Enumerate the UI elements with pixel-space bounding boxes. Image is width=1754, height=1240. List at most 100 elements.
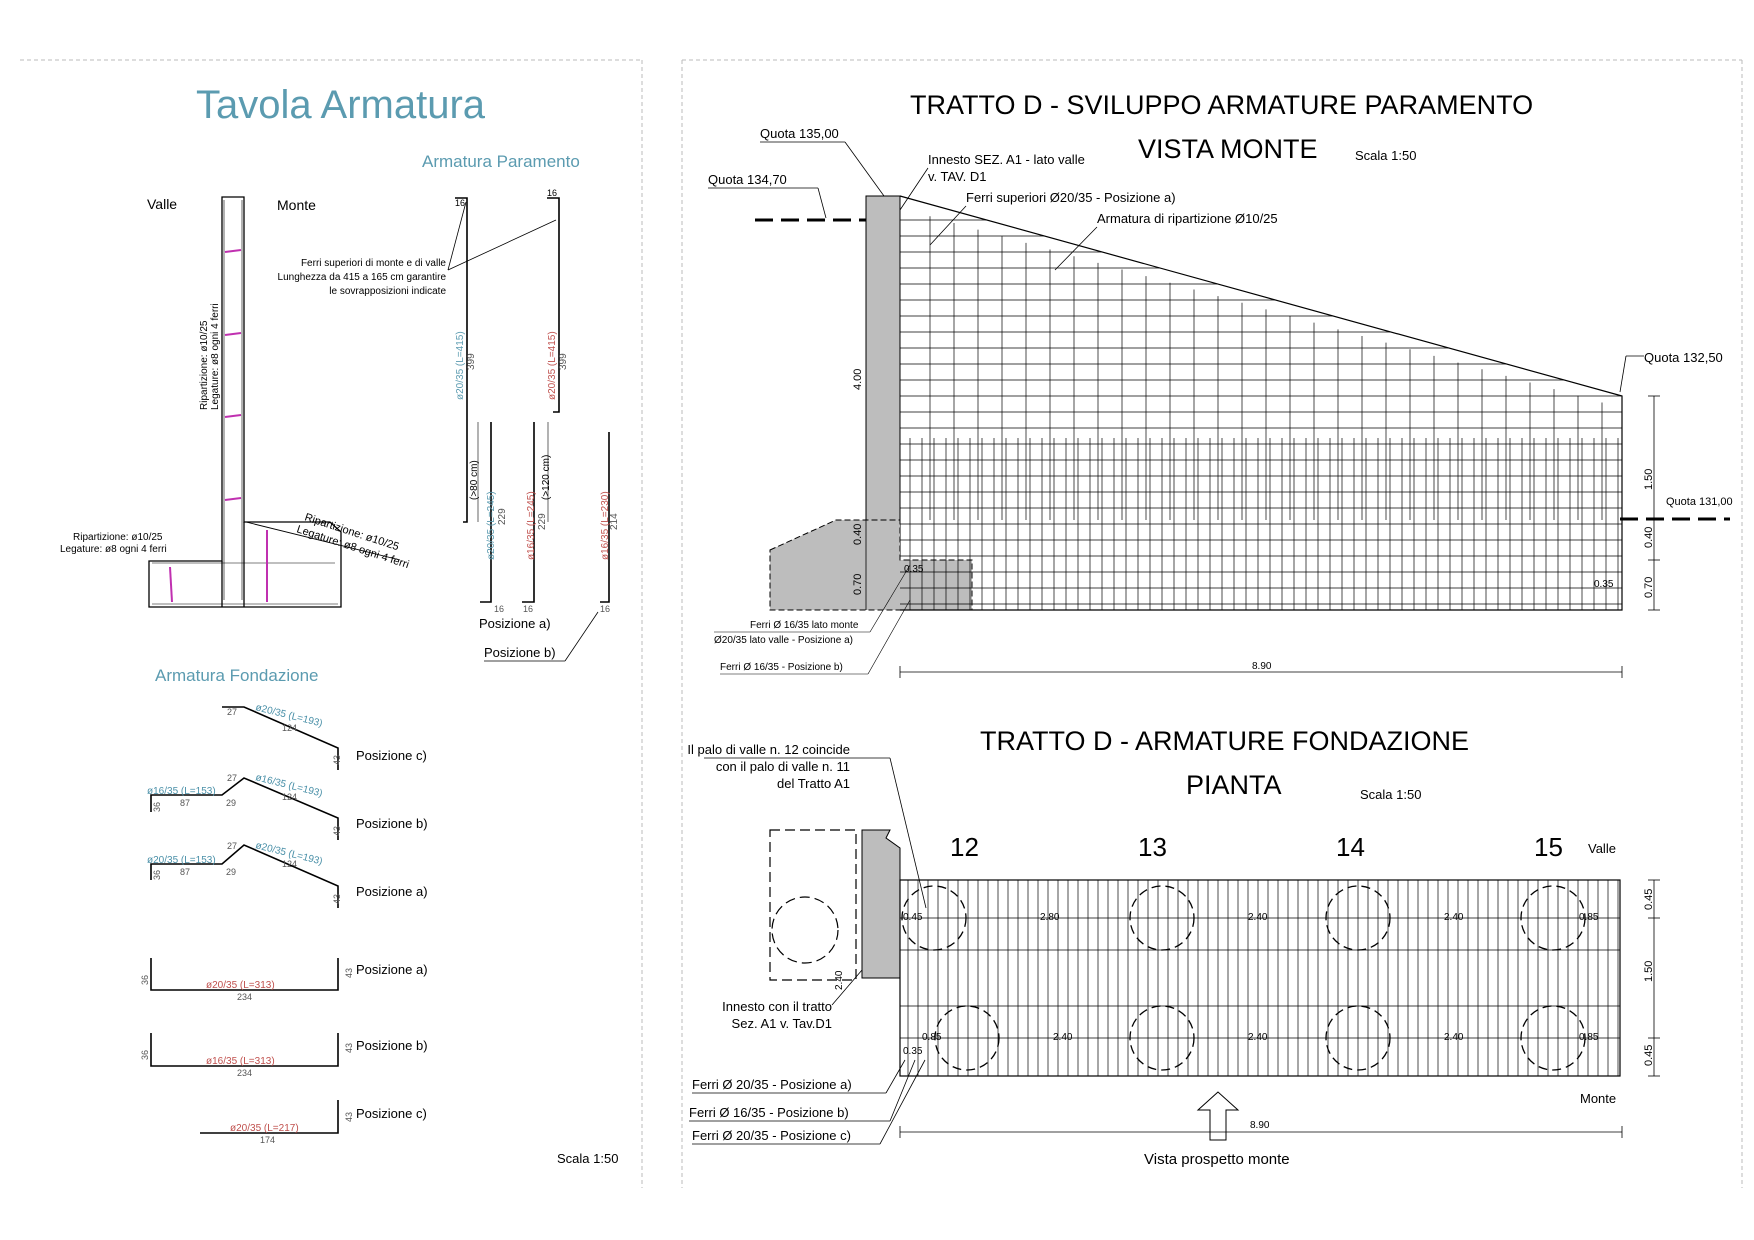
right-dim-chain <box>1648 395 1660 611</box>
foundation-bars <box>150 706 339 1134</box>
pile-15-valle <box>1520 885 1586 951</box>
dim-150: 1.50 <box>1643 469 1655 490</box>
f5-label: ø16/35 (L=313) <box>206 1056 275 1067</box>
bar-a-label: ø20/35 (L=415) <box>455 331 466 400</box>
paramento-heading: Armatura Paramento <box>422 152 580 171</box>
ferri-sup-leader <box>929 205 967 246</box>
bar-e-len: 214 <box>609 513 620 530</box>
palo-leader <box>889 757 927 909</box>
pile-12-monte <box>934 1005 1000 1071</box>
bar-c-bot: 16 <box>494 604 504 614</box>
f2-29: 29 <box>226 798 236 808</box>
quota-131: Quota 131,00 <box>1666 496 1733 508</box>
br-title-1: TRATTO D - ARMATURE FONDAZIONE <box>980 726 1469 756</box>
bar-d-len: 229 <box>537 513 548 530</box>
pile-14-valle <box>1325 885 1391 951</box>
pile-12-label: 12 <box>950 832 979 862</box>
f5-len: 234 <box>237 1068 252 1078</box>
pile-12-valle <box>901 885 967 951</box>
quota-1325-leader <box>1619 355 1627 393</box>
ferri-note-1: Ferri superiori di monte e di valle <box>301 258 446 269</box>
bar-b-top: 16 <box>547 188 557 198</box>
f3-pos: Posizione a) <box>356 884 428 899</box>
br-scale: Scala 1:50 <box>1360 787 1421 802</box>
innesto-plan-2: Sez. A1 v. Tav.D1 <box>732 1016 832 1031</box>
f6-pos: Posizione c) <box>356 1106 427 1121</box>
ferri-leader-2 <box>869 564 911 633</box>
left-scale: Scala 1:50 <box>557 1151 618 1166</box>
plan-rebar-grid <box>900 880 1620 1076</box>
ferri-plan-a: Ferri Ø 20/35 - Posizione a) <box>692 1077 852 1092</box>
dim-070r: 0.70 <box>1643 577 1655 598</box>
view-arrow-icon <box>1196 1091 1240 1141</box>
plan-view <box>769 829 1621 1077</box>
palo-3: del Tratto A1 <box>777 776 850 791</box>
bar-c-label: ø20/35 (L=245) <box>486 491 497 560</box>
rebar-grid <box>900 216 1622 610</box>
panel-frames <box>20 59 1743 1188</box>
rip-vert-2: Legature: ø8 ogni 4 ferri <box>210 303 221 410</box>
pile-14-monte <box>1325 1005 1391 1071</box>
f5-pos: Posizione b) <box>356 1038 428 1053</box>
vista-label: Vista prospetto monte <box>1144 1151 1290 1168</box>
f2-27: 27 <box>227 773 237 783</box>
pos-b-label: Posizione b) <box>484 645 556 660</box>
dim-040: 0.40 <box>852 524 864 545</box>
tr-title-1: TRATTO D - SVILUPPO ARMATURE PARAMENTO <box>910 90 1533 120</box>
pile-13-valle <box>1129 885 1195 951</box>
monte-plan: Monte <box>1580 1091 1616 1106</box>
bar-b-label: ø20/35 (L=415) <box>547 331 558 400</box>
f4-43: 43 <box>344 968 354 978</box>
f4-label: ø20/35 (L=313) <box>206 980 275 991</box>
ferri-plan-c: Ferri Ø 20/35 - Posizione c) <box>692 1128 851 1143</box>
d-240e: 2.40 <box>1444 1032 1464 1043</box>
quota-1325: Quota 132,50 <box>1644 350 1723 365</box>
wall-section <box>148 196 401 608</box>
bar-e-bot: 16 <box>600 604 610 614</box>
lap-120: (>120 cm) <box>541 455 552 500</box>
left-title: Tavola Armatura <box>196 83 486 127</box>
innesto-plan-leader <box>831 969 863 1006</box>
dim-040r: 0.40 <box>1643 527 1655 548</box>
innesto-leader <box>899 167 929 211</box>
f3-124: 124 <box>282 859 297 869</box>
pile-15-monte <box>1520 1005 1586 1071</box>
d-240d: 2.40 <box>1248 1032 1268 1043</box>
note-leaders <box>447 201 557 271</box>
r-045t: 0.45 <box>1643 889 1655 910</box>
rip-vert-1: Ripartizione: ø10/25 <box>199 320 210 410</box>
d-085a: 0.85 <box>1579 912 1599 923</box>
pile-13-label: 13 <box>1138 832 1167 862</box>
dim-890-bottom <box>899 1126 1623 1138</box>
f4-36: 36 <box>140 975 150 985</box>
wall-elevation <box>769 195 1623 611</box>
bar-d-label: ø16/35 (L=245) <box>526 491 537 560</box>
dim-890-plan: 8.90 <box>1250 1120 1270 1131</box>
bar-b-len: 399 <box>558 353 569 370</box>
bar-e-label: ø16/35 (L=230) <box>600 491 611 560</box>
innesto-1: Innesto SEZ. A1 - lato valle <box>928 152 1085 167</box>
quota-135-leader <box>844 141 885 197</box>
dim-035b: 0.35 <box>1594 579 1614 590</box>
dim-035a: 0.35 <box>904 564 924 575</box>
innesto-2: v. TAV. D1 <box>928 169 987 184</box>
f2-124: 124 <box>282 792 297 802</box>
rip-base-1: Ripartizione: ø10/25 <box>73 532 163 543</box>
piles <box>901 885 1586 1071</box>
dim-400: 4.00 <box>852 369 864 390</box>
f6-len: 174 <box>260 1135 275 1145</box>
palo-1: Il palo di valle n. 12 coincide <box>687 742 850 757</box>
monte-label: Monte <box>277 197 316 213</box>
innesto-plan-1: Innesto con il tratto <box>722 999 832 1014</box>
f3-27: 27 <box>227 841 237 851</box>
d-240v: 2.40 <box>834 970 845 990</box>
plan-dim-chain <box>1648 879 1660 1077</box>
f4-pos: Posizione a) <box>356 962 428 977</box>
d-085b: 0.85 <box>922 1032 942 1043</box>
quota-135: Quota 135,00 <box>760 126 839 141</box>
f3-29: 29 <box>226 867 236 877</box>
ferri-16-b-leader <box>867 599 911 675</box>
valle-label: Valle <box>147 196 177 212</box>
f2-pos: Posizione b) <box>356 816 428 831</box>
f1-124: 124 <box>282 723 297 733</box>
